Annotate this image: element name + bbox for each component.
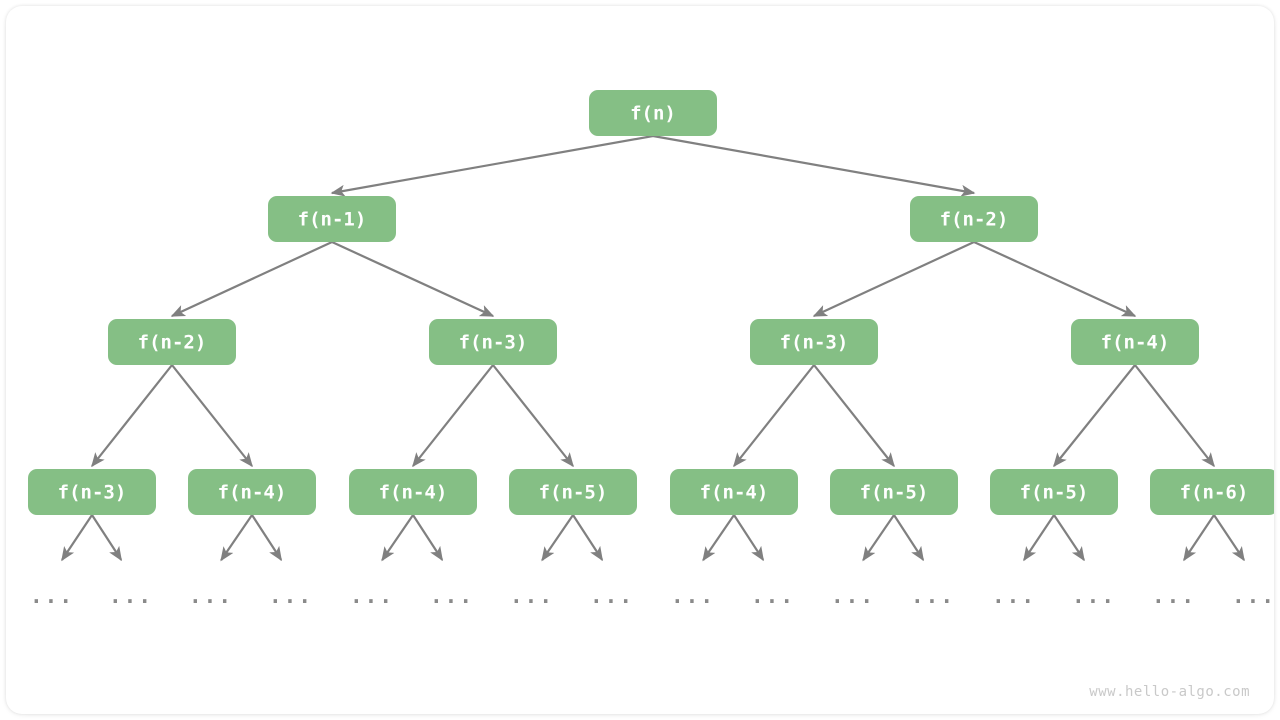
ellipsis-marker: ... <box>671 584 715 608</box>
tree-node[interactable]: f(n-4) <box>1071 319 1199 365</box>
tree-node[interactable]: f(n-5) <box>990 469 1118 515</box>
ellipsis-marker: ... <box>1072 584 1116 608</box>
node-label: f(n-3) <box>780 332 849 354</box>
node-box <box>268 196 396 242</box>
node-box <box>670 469 798 515</box>
ellipsis-marker: ... <box>269 584 313 608</box>
leaf-edge <box>1023 514 1055 562</box>
tree-edge <box>812 241 975 317</box>
tree-edge <box>813 364 895 468</box>
leaf-edge <box>1183 514 1215 562</box>
node-box <box>910 196 1038 242</box>
node-box <box>750 319 878 365</box>
ellipsis-marker: ... <box>109 584 153 608</box>
leaf-edge <box>541 514 574 562</box>
node-label: f(n-3) <box>58 482 127 504</box>
tree-node[interactable]: f(n-5) <box>830 469 958 515</box>
tree-node[interactable]: f(n-3) <box>28 469 156 515</box>
ellipsis-marker: ... <box>30 584 74 608</box>
tree-edge <box>330 134 654 197</box>
edges-layer <box>61 134 1245 562</box>
tree-node[interactable]: f(n-1) <box>268 196 396 242</box>
tree-node[interactable]: f(n-6) <box>1150 469 1274 515</box>
node-label: f(n-5) <box>1020 482 1089 504</box>
leaf-edge <box>61 514 93 562</box>
node-box <box>28 469 156 515</box>
leaf-edge <box>91 514 123 562</box>
tree-edge <box>171 364 253 468</box>
leaf-edge <box>702 514 735 562</box>
ellipsis-marker: ... <box>911 584 955 608</box>
node-box <box>349 469 477 515</box>
node-box <box>589 90 717 136</box>
node-label: f(n) <box>630 103 676 125</box>
ellipsis-marker: ... <box>992 584 1036 608</box>
leaf-edge <box>220 514 253 562</box>
tree-node[interactable]: f(n-3) <box>750 319 878 365</box>
node-label: f(n-4) <box>1101 332 1170 354</box>
ellipsis-marker: ... <box>1152 584 1196 608</box>
ellipsis-marker: ... <box>189 584 233 608</box>
node-box <box>1150 469 1274 515</box>
node-box <box>830 469 958 515</box>
tree-node[interactable]: f(n-2) <box>910 196 1038 242</box>
leaf-edge <box>733 514 765 562</box>
node-label: f(n-4) <box>379 482 448 504</box>
node-label: f(n-1) <box>298 209 367 231</box>
tree-edge <box>652 134 976 197</box>
leaf-edge <box>412 514 444 562</box>
node-box <box>509 469 637 515</box>
leaf-edge <box>572 514 604 562</box>
node-label: f(n-4) <box>700 482 769 504</box>
leaf-edge <box>893 514 925 562</box>
leaf-edge <box>862 514 895 562</box>
tree-node[interactable]: f(n) <box>589 90 717 136</box>
tree-node[interactable]: f(n-4) <box>349 469 477 515</box>
tree-edge <box>973 241 1137 317</box>
node-label: f(n-2) <box>138 332 207 354</box>
ellipsis-marker: ... <box>751 584 795 608</box>
tree-node[interactable]: f(n-5) <box>509 469 637 515</box>
tree-edge <box>1053 364 1136 468</box>
node-box <box>990 469 1118 515</box>
node-label: f(n-5) <box>860 482 929 504</box>
node-box <box>188 469 316 515</box>
tree-node[interactable]: f(n-2) <box>108 319 236 365</box>
tree-node[interactable]: f(n-3) <box>429 319 557 365</box>
diagram-card: f(n) f(n-1) f(n-2) f(n-2) f(n-3) f(n-3) f(n-4)… <box>6 6 1274 714</box>
node-label: f(n-6) <box>1180 482 1249 504</box>
ellipsis-marker: ... <box>831 584 875 608</box>
tree-edge <box>331 241 495 317</box>
ellipsis-marker: ... <box>1232 584 1274 608</box>
ellipsis-marker: ... <box>510 584 554 608</box>
tree-node[interactable]: f(n-4) <box>188 469 316 515</box>
node-label: f(n-3) <box>459 332 528 354</box>
node-label: f(n-2) <box>940 209 1009 231</box>
tree-edge <box>1134 364 1215 468</box>
ellipsis-marker: ... <box>430 584 474 608</box>
nodes-layer: f(n) f(n-1) f(n-2) f(n-2) f(n-3) f(n-3) f(n-4)… <box>28 90 1274 515</box>
leaf-edge <box>251 514 283 562</box>
node-label: f(n-5) <box>539 482 608 504</box>
leaf-edge <box>1053 514 1085 562</box>
tree-edge <box>412 364 494 468</box>
node-box <box>108 319 236 365</box>
ellipsis-marker: ... <box>350 584 394 608</box>
ellipsis-marker: ... <box>590 584 634 608</box>
leaf-edge <box>1213 514 1245 562</box>
tree-edge <box>170 241 333 317</box>
node-box <box>429 319 557 365</box>
recursion-tree-svg: f(n) f(n-1) f(n-2) f(n-2) f(n-3) f(n-3) f(n-4)… <box>28 90 1274 608</box>
tree-node[interactable]: f(n-4) <box>670 469 798 515</box>
ellipsis-layer: ........................................… <box>30 584 1274 608</box>
watermark-text: www.hello-algo.com <box>1089 684 1250 700</box>
node-label: f(n-4) <box>218 482 287 504</box>
tree-edge <box>492 364 574 468</box>
leaf-edge <box>381 514 414 562</box>
tree-edge <box>91 364 173 468</box>
tree-edge <box>733 364 815 468</box>
node-box <box>1071 319 1199 365</box>
